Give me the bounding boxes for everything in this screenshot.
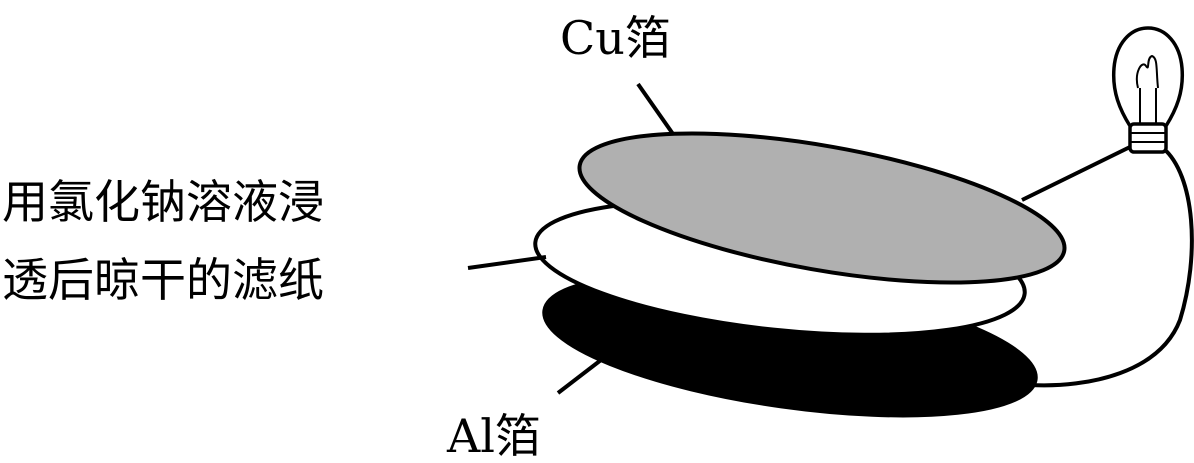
wire-bulb-to-al [1029, 146, 1194, 388]
cu-foil-label: Cu箔 [560, 11, 671, 65]
filter-paper-label-line2: 透后晾干的滤纸 [2, 253, 324, 307]
al-leader-line [556, 358, 603, 395]
filter-paper-label-line1: 用氯化钠溶液浸 [2, 175, 324, 229]
al-foil-label: Al箔 [446, 409, 541, 463]
wire-cu-to-bulb [1021, 144, 1133, 202]
cu-leader-line [636, 82, 675, 136]
cu-foil-disc [577, 131, 1067, 285]
light-bulb-icon [1111, 26, 1185, 154]
filter-leader-line [467, 255, 547, 270]
